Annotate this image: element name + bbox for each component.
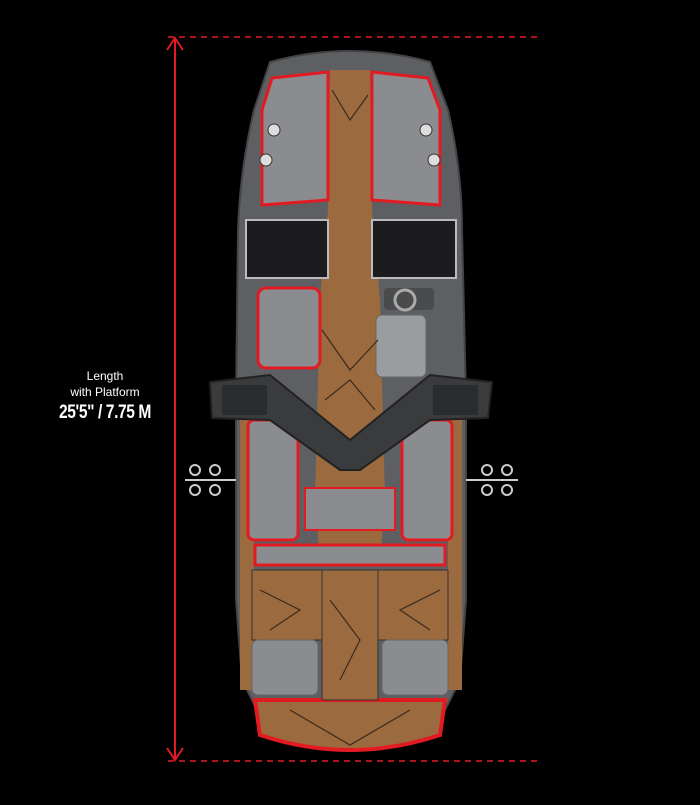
driver-seat [375,314,427,378]
length-dimension [166,36,540,762]
tower-speaker-port [222,385,267,415]
port-side-bench [246,418,300,542]
aft-cushion-starboard [381,639,449,696]
length-label-line1: Length [86,369,124,383]
board-rack-starboard-icon [466,464,518,496]
speaker-icon [267,123,281,137]
steering-wheel-icon [393,288,417,312]
windshield-port [245,219,329,279]
boat-top-view-icon [185,50,518,752]
sunpad-starboard [377,569,449,641]
aft-cushion-port [251,639,319,696]
arrow-head-top-icon [166,36,184,51]
board-rack-port-icon [185,464,236,496]
windshield-starboard [371,219,457,279]
speaker-icon [259,153,273,167]
length-label: Length with Platform 25'5" / 7.75 M [40,368,170,424]
bow-seat-port [260,70,330,207]
starboard-side-bench [400,418,454,542]
sunpad-center [321,569,379,701]
bow-seat-starboard [370,70,442,207]
center-console-seat [304,487,396,531]
speaker-icon [419,123,433,137]
deck-pattern [259,89,441,746]
swim-platform [252,698,448,752]
speaker-icon [427,153,441,167]
sunpad-port [251,569,323,641]
length-value: 25'5" / 7.75 M [59,402,151,423]
length-label-line2: with Platform [70,385,140,399]
aft-bench-back [253,543,447,567]
tower-speaker-starboard [433,385,478,415]
arrow-head-bottom-icon [166,747,184,762]
observer-seat [256,286,322,370]
wake-tower [208,373,494,471]
